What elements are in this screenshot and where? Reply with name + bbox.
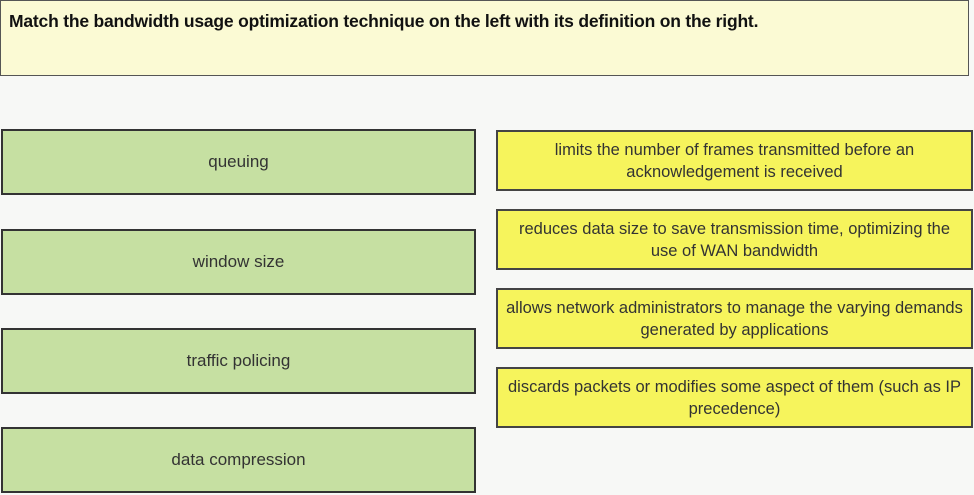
technique-traffic-policing[interactable]: traffic policing	[1, 328, 476, 394]
technique-data-compression[interactable]: data compression	[1, 427, 476, 493]
question-banner: Match the bandwidth usage optimization t…	[0, 0, 969, 76]
definition-target-2[interactable]: reduces data size to save transmission t…	[496, 209, 973, 270]
technique-window-size[interactable]: window size	[1, 229, 476, 295]
question-text: Match the bandwidth usage optimization t…	[9, 11, 759, 31]
definition-target-1[interactable]: limits the number of frames transmitted …	[496, 130, 973, 191]
definition-target-4[interactable]: discards packets or modifies some aspect…	[496, 367, 973, 428]
technique-queuing[interactable]: queuing	[1, 129, 476, 195]
definition-target-3[interactable]: allows network administrators to manage …	[496, 288, 973, 349]
